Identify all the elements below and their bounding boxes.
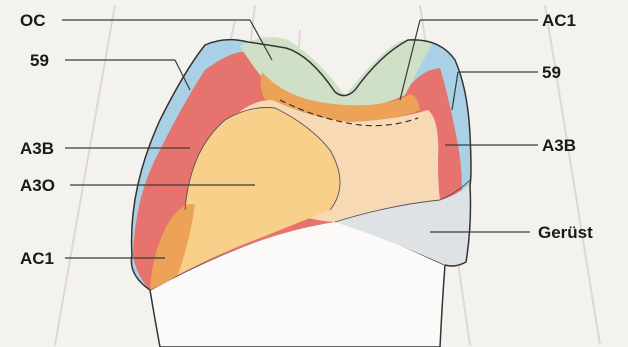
label-oc: OC bbox=[20, 11, 46, 30]
label-left-a3b: A3B bbox=[20, 139, 54, 158]
label-a3o: A3O bbox=[20, 176, 55, 195]
label-right-a3b: A3B bbox=[542, 136, 576, 155]
label-left-59: 59 bbox=[30, 51, 49, 70]
label-right-59: 59 bbox=[542, 63, 561, 82]
label-right-ac1: AC1 bbox=[542, 11, 576, 30]
label-geruest: Gerüst bbox=[538, 223, 593, 242]
label-left-ac1: AC1 bbox=[20, 249, 54, 268]
